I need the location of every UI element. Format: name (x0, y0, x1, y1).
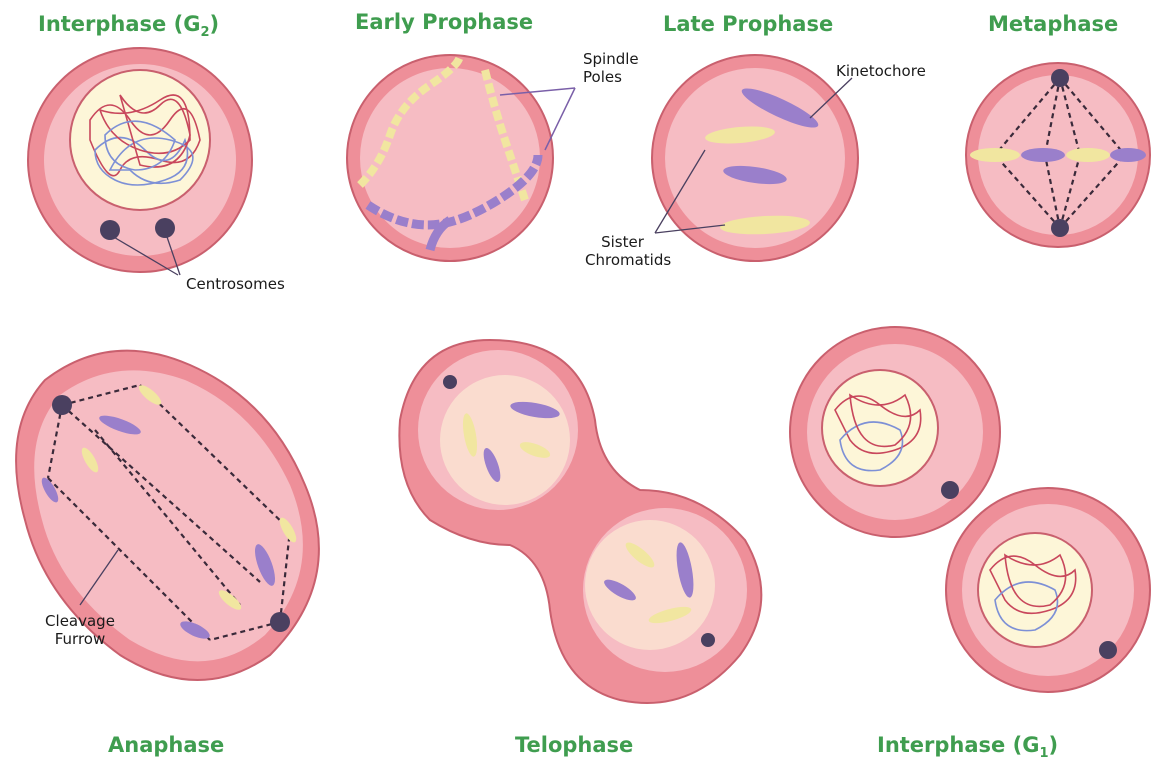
metaphase-cell (966, 63, 1150, 247)
label-spindle-poles: Spindle Poles (583, 50, 639, 86)
title-interphase-g1: Interphase (G1) (877, 733, 1058, 761)
label-sister-chromatids: Sister Chromatids (585, 233, 660, 269)
title-interphase-g2: Interphase (G2) (38, 12, 219, 40)
title-metaphase: Metaphase (988, 12, 1118, 36)
chromosome-icon (970, 148, 1146, 162)
label-centrosomes: Centrosomes (186, 275, 285, 293)
late-prophase-cell (652, 55, 858, 261)
title-late-prophase: Late Prophase (663, 12, 833, 36)
early-prophase-cell (347, 55, 575, 261)
label-kinetochore: Kinetochore (836, 62, 926, 80)
telophase-cell (399, 340, 761, 703)
label-cleavage-furrow: Cleavage Furrow (35, 612, 125, 648)
interphase-g1-cells (790, 327, 1150, 692)
interphase-g2-cell (28, 48, 252, 275)
title-anaphase: Anaphase (108, 733, 224, 757)
title-early-prophase: Early Prophase (355, 10, 533, 34)
title-telophase: Telophase (515, 733, 633, 757)
